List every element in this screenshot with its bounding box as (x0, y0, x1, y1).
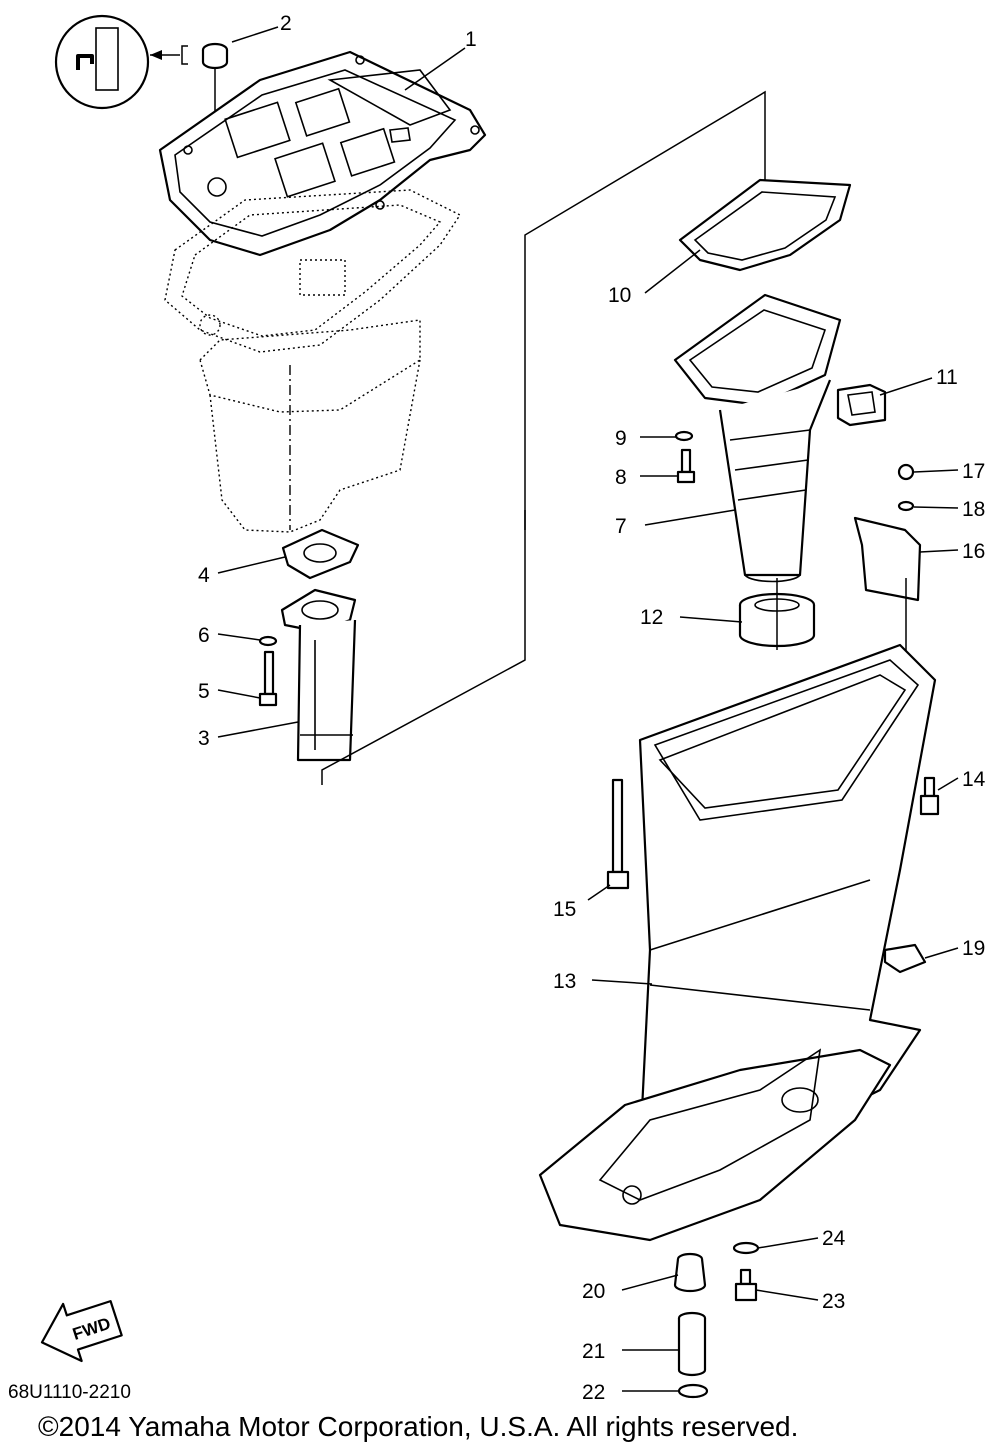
oil-pan-dotted (199, 319, 421, 533)
callout-15: 15 (553, 898, 576, 921)
callout-7: 7 (615, 515, 627, 538)
callout-4: 4 (198, 564, 210, 587)
callout-14: 14 (962, 768, 986, 791)
part-6-washer (258, 635, 278, 647)
part-20-bushing (673, 1252, 707, 1293)
part-4-gasket (281, 528, 360, 580)
callout-5: 5 (198, 680, 210, 703)
part-18-washer (897, 500, 915, 512)
part-1-upper-casing (158, 50, 487, 257)
copyright-notice: ©2014 Yamaha Motor Corporation, U.S.A. A… (38, 1411, 798, 1442)
callout-3: 3 (198, 727, 210, 750)
part-21-sleeve (677, 1311, 707, 1377)
part-8-bolt (676, 448, 696, 484)
part-12-mount-rubber (738, 578, 816, 650)
callout-12: 12 (640, 606, 663, 629)
forward-arrow-icon: FWD (40, 1300, 123, 1363)
part-24-washer (732, 1241, 760, 1255)
part-22-circlip (677, 1383, 709, 1399)
assembly-reference-line (321, 90, 766, 785)
part-17-screw (897, 463, 915, 481)
callout-16: 16 (962, 540, 985, 563)
part-13-drive-shaft-housing (538, 643, 937, 1242)
upper-gasket-dotted (164, 189, 462, 353)
callout-20: 20 (582, 1280, 605, 1303)
callout-10: 10 (608, 284, 631, 307)
part-3-exhaust-guide (280, 588, 357, 762)
callout-11: 11 (936, 366, 958, 389)
part-19-clip (883, 943, 927, 974)
drawing-code: 68U1110-2210 (8, 1382, 131, 1403)
callout-19: 19 (962, 937, 985, 960)
callout-23: 23 (822, 1290, 845, 1313)
callout-6: 6 (198, 624, 210, 647)
callout-1: 1 (465, 28, 477, 51)
callout-leaders (217, 26, 959, 1392)
part-15-bolt (606, 778, 630, 890)
part-23-bolt (734, 1268, 758, 1302)
callout-21: 21 (582, 1340, 605, 1363)
part-14-bolt (919, 776, 940, 816)
callout-22: 22 (582, 1381, 605, 1404)
part-7-exhaust-manifold (673, 293, 842, 583)
grease-detail-inset (54, 14, 188, 110)
callout-2: 2 (280, 12, 292, 35)
callout-9: 9 (615, 427, 627, 450)
callout-18: 18 (962, 498, 985, 521)
part-5-bolt (258, 650, 278, 707)
callout-13: 13 (553, 970, 576, 993)
callout-24: 24 (822, 1227, 846, 1250)
callout-labels: 1 2 3 4 5 6 7 8 9 10 11 12 13 14 15 16 1… (198, 12, 986, 1404)
part-10-gasket (678, 178, 852, 272)
callout-17: 17 (962, 460, 985, 483)
callout-8: 8 (615, 466, 627, 489)
part-9-washer (674, 430, 694, 442)
part-11-seal (836, 383, 887, 427)
